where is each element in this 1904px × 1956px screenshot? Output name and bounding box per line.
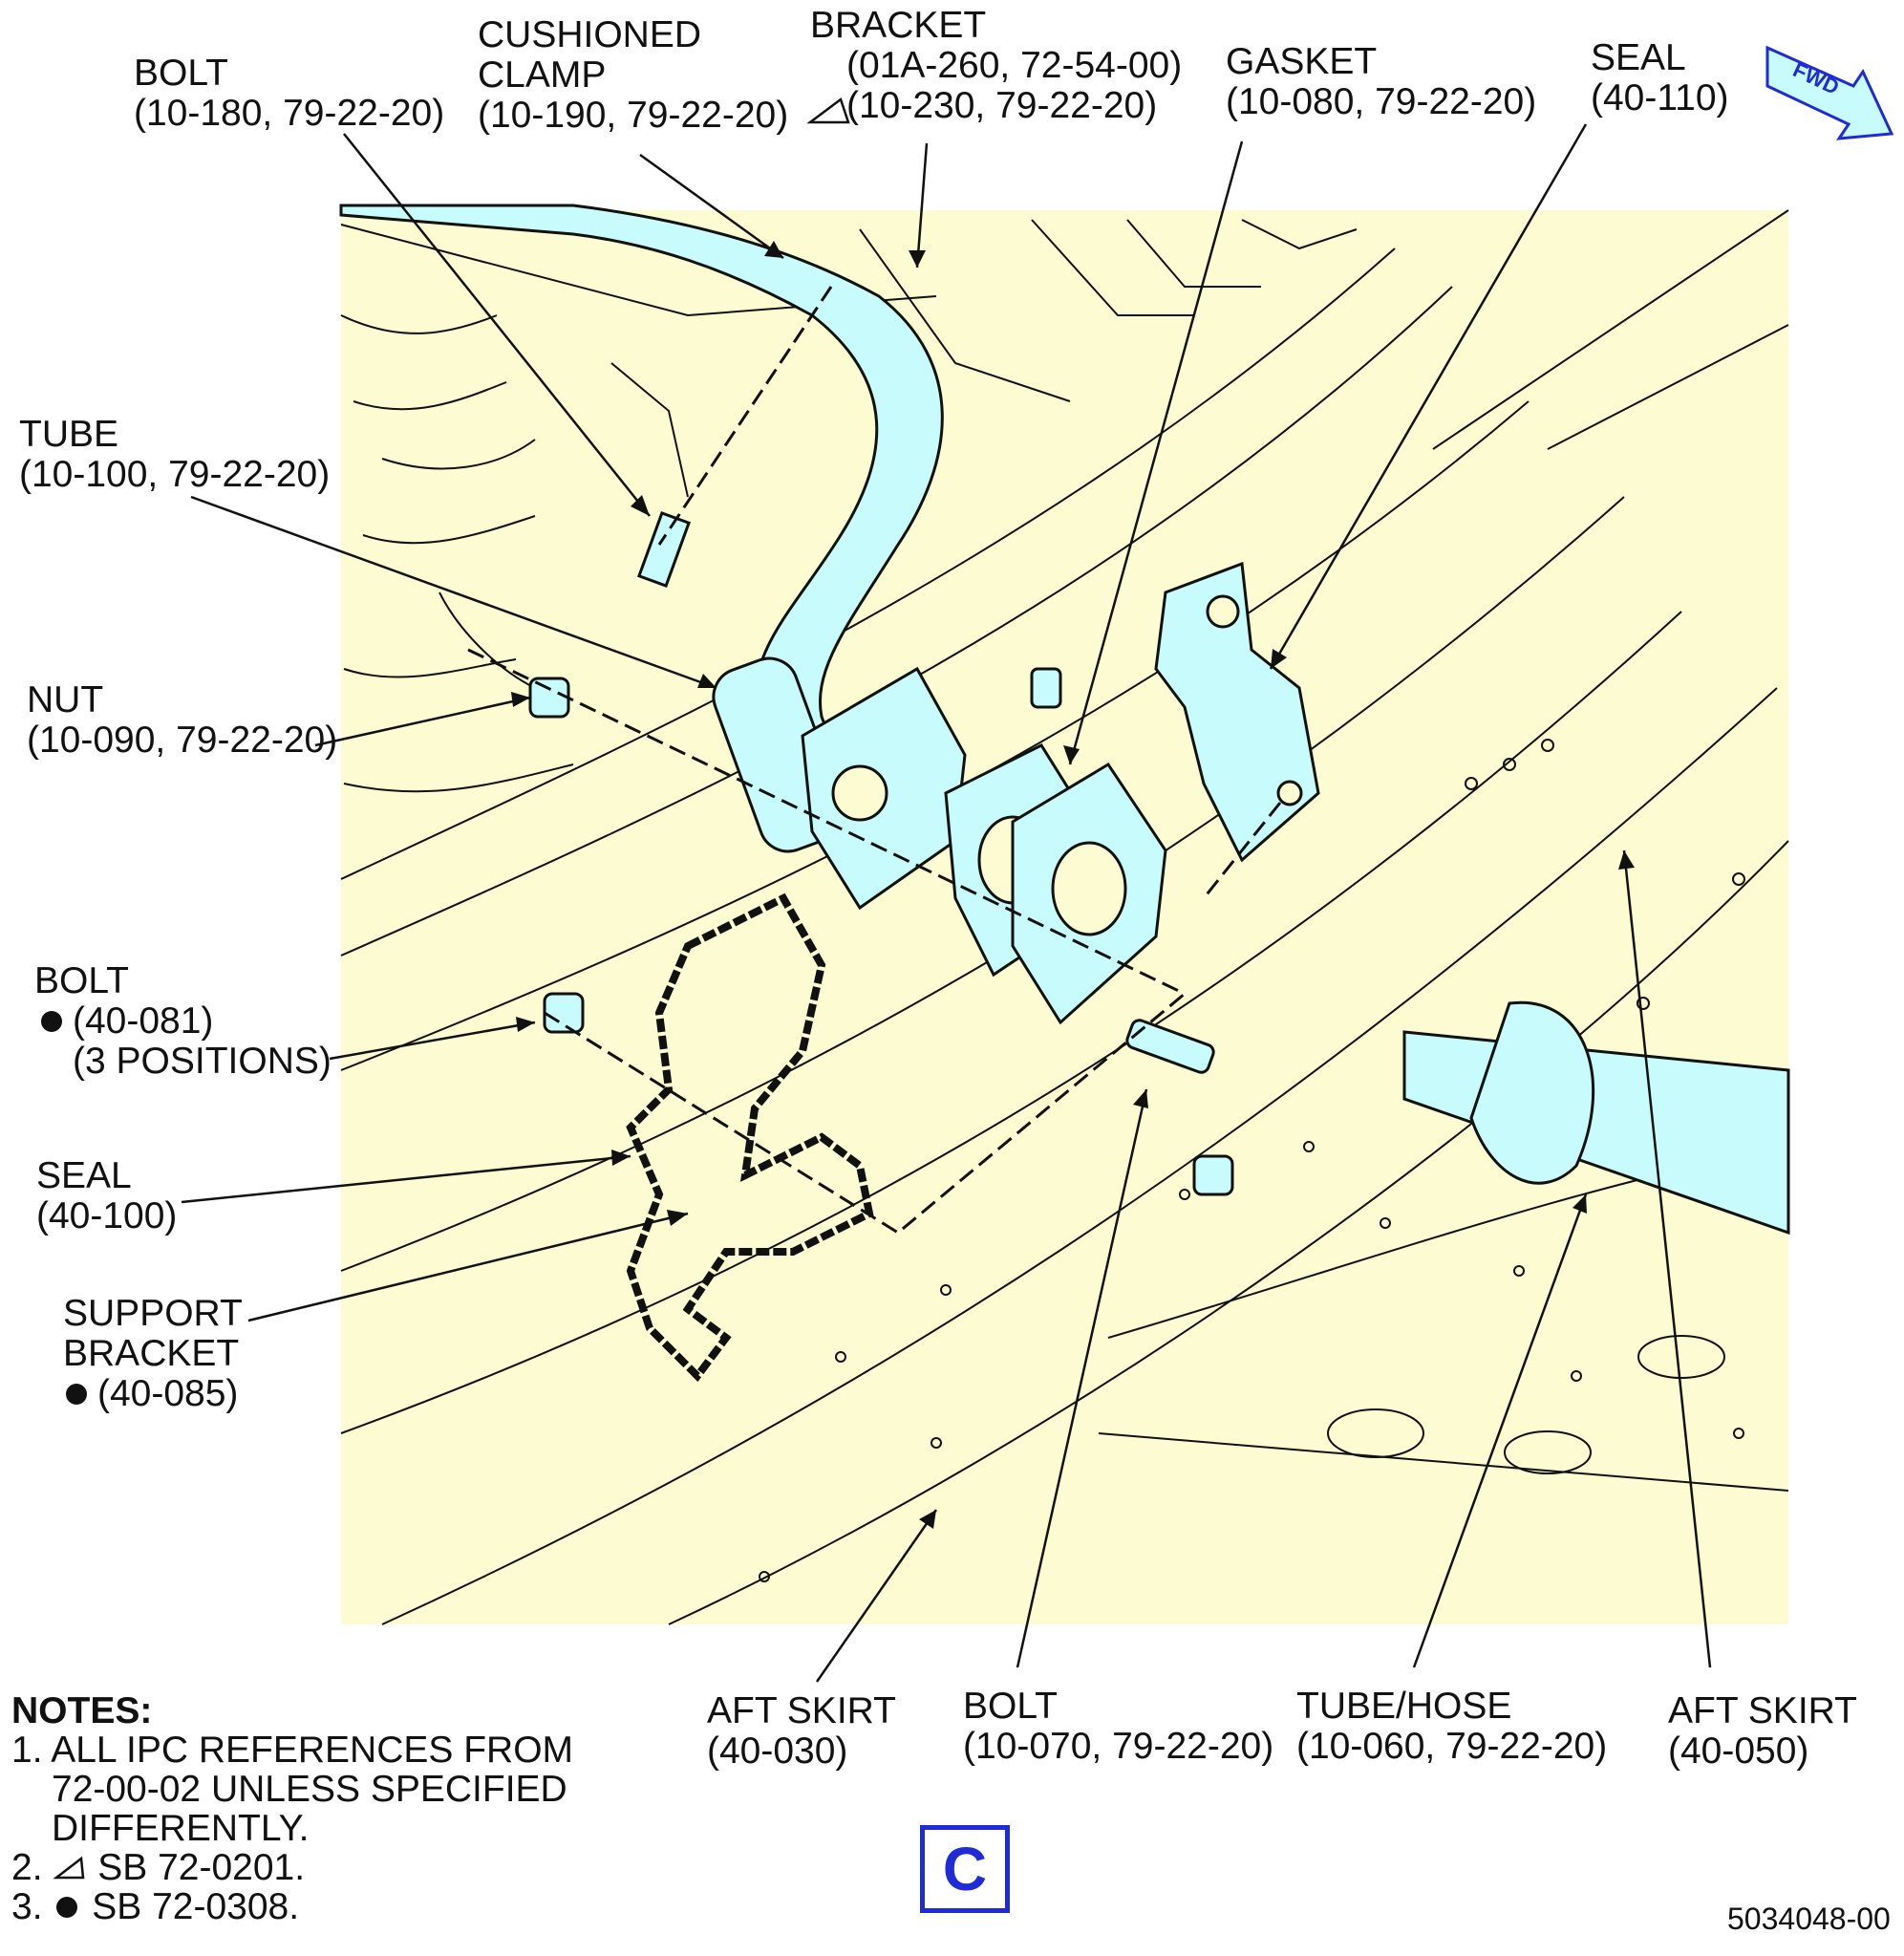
document-number: 5034048-00 <box>1727 1902 1891 1936</box>
sb-72-0201-symbol <box>806 97 850 124</box>
view-letter-box: C <box>920 1825 1010 1913</box>
sb-72-0308-symbol <box>41 1011 62 1032</box>
support-bracket-part <box>626 892 874 1383</box>
label-bracket: BRACKET (01A-260, 72-54-00) (10-230, 79-… <box>810 5 1183 126</box>
label-tube-hose: TUBE/HOSE (10-060, 79-22-20) <box>1296 1686 1608 1767</box>
note-1-cont2: DIFFERENTLY. <box>52 1808 310 1849</box>
label-bolt-10-180: BOLT (10-180, 79-22-20) <box>134 53 445 134</box>
label-bolt-10-070: BOLT (10-070, 79-22-20) <box>963 1686 1274 1767</box>
label-seal-40-110: SEAL (40-110) <box>1591 37 1729 118</box>
label-gasket: GASKET (10-080, 79-22-20) <box>1226 41 1537 122</box>
notes-block: NOTES: 1. ALL IPC REFERENCES FROM 72-00-… <box>11 1691 573 1926</box>
label-aft-skirt-40-030: AFT SKIRT (40-030) <box>707 1690 896 1772</box>
label-bolt-40-081: BOLT (40-081) (3 POSITIONS) <box>34 960 332 1082</box>
label-tube: TUBE (10-100, 79-22-20) <box>19 414 331 495</box>
note-1: 1. ALL IPC REFERENCES FROM <box>11 1730 574 1771</box>
notes-title: NOTES: <box>11 1690 153 1731</box>
label-cushioned-clamp: CUSHIONED CLAMP (10-190, 79-22-20) <box>478 14 789 136</box>
note-1-cont: 72-00-02 UNLESS SPECIFIED <box>52 1769 567 1810</box>
sb-72-0201-symbol-icon <box>53 1856 85 1880</box>
seal-40-110-part <box>1154 561 1320 863</box>
label-nut: NUT (10-090, 79-22-20) <box>27 679 338 761</box>
label-aft-skirt-40-050: AFT SKIRT (40-050) <box>1668 1690 1857 1772</box>
sb-72-0308-symbol <box>66 1384 87 1405</box>
sb-72-0308-symbol-icon <box>56 1897 78 1918</box>
note-3: 3. SB 72-0308. <box>11 1886 300 1927</box>
label-seal-40-100: SEAL (40-100) <box>36 1155 178 1236</box>
label-support-bracket: SUPPORT BRACKET (40-085) <box>63 1293 243 1414</box>
note-2: 2. SB 72-0201. <box>11 1847 306 1888</box>
fwd-arrow-icon: FWD <box>1765 45 1894 140</box>
